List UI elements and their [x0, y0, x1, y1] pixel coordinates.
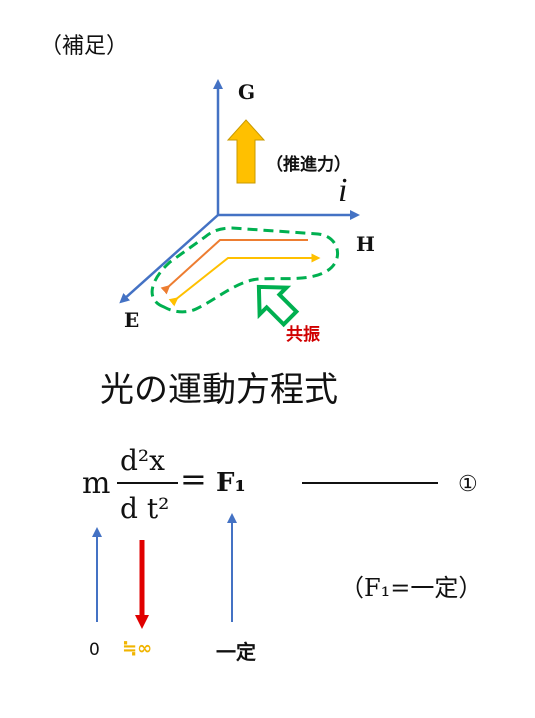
fraction-numerator: d²x: [120, 444, 165, 477]
axis-e-arrow: [119, 214, 219, 304]
thrust-label: （推進力）: [266, 155, 351, 175]
equation-equals: =: [180, 460, 207, 498]
fraction-bar: [117, 482, 178, 484]
equation-mass: m: [82, 466, 111, 501]
equation-number: ①: [458, 472, 478, 497]
label-approx-infinity: ≒∞: [122, 638, 153, 659]
axis-i-label: i: [338, 172, 348, 209]
axis-e-label: E: [124, 308, 140, 332]
fraction-denominator: d t²: [120, 492, 170, 525]
orange-wave-arrow: [160, 239, 308, 295]
force-constraint: （F₁=一定）: [340, 574, 483, 602]
label-constant: 一定: [216, 640, 256, 664]
equation-title: 光の運動方程式: [100, 370, 338, 410]
note-heading: （補足）: [40, 34, 129, 59]
axis-g-label: G: [238, 80, 256, 104]
thrust-arrow-icon: [226, 119, 266, 184]
resonance-label: 共振: [286, 325, 320, 345]
equation-force: F₁: [216, 468, 246, 498]
yellow-wave-arrow: [168, 253, 321, 307]
label-zero: 0: [89, 640, 100, 660]
resonance-arrow-icon: [256, 284, 300, 328]
equation-leader-line: [302, 482, 438, 484]
axis-h-label: H: [356, 232, 375, 256]
